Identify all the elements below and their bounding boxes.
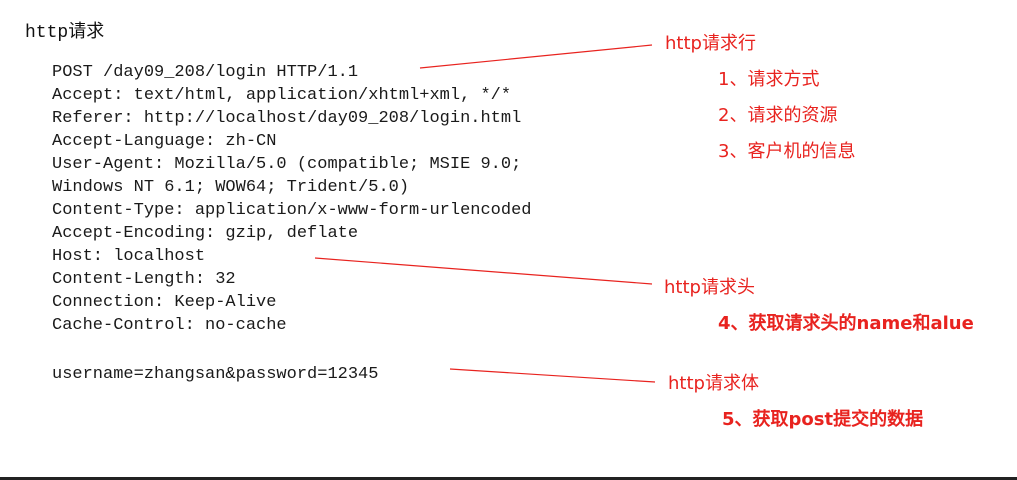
request-body-leader xyxy=(449,368,656,383)
annotation-item-2: 2、请求的资源 xyxy=(718,105,838,126)
annotation-item-5: 5、获取post提交的数据 xyxy=(722,409,924,430)
header-line-host: Host: localhost xyxy=(52,247,206,266)
request-header-label: http请求头 xyxy=(664,277,755,298)
annotation-item-4: 4、获取请求头的name和alue xyxy=(718,313,974,334)
header-line-content-length: Content-Length: 32 xyxy=(52,270,236,289)
annotation-item-3: 3、客户机的信息 xyxy=(718,141,856,162)
request-body-line: username=zhangsan&password=12345 xyxy=(52,365,379,384)
request-header-leader xyxy=(314,257,653,285)
bottom-border xyxy=(0,477,1017,480)
header-line-user-agent: User-Agent: Mozilla/5.0 (compatible; MSI… xyxy=(52,155,522,174)
request-line: POST /day09_208/login HTTP/1.1 xyxy=(52,63,359,82)
header-line-content-type: Content-Type: application/x-www-form-url… xyxy=(52,201,532,220)
header-line-accept: Accept: text/html, application/xhtml+xml… xyxy=(52,86,512,105)
header-line-accept-language: Accept-Language: zh-CN xyxy=(52,132,277,151)
header-line-connection: Connection: Keep-Alive xyxy=(52,293,277,312)
request-line-leader xyxy=(419,44,653,69)
header-line-user-agent-cont: Windows NT 6.1; WOW64; Trident/5.0) xyxy=(52,178,410,197)
header-line-cache-control: Cache-Control: no-cache xyxy=(52,316,287,335)
header-line-accept-encoding: Accept-Encoding: gzip, deflate xyxy=(52,224,359,243)
header-line-referer: Referer: http://localhost/day09_208/logi… xyxy=(52,109,522,128)
diagram-title: http请求 xyxy=(25,23,105,43)
annotation-item-1: 1、请求方式 xyxy=(718,69,820,90)
request-body-label: http请求体 xyxy=(668,373,759,394)
request-line-label: http请求行 xyxy=(665,33,756,54)
